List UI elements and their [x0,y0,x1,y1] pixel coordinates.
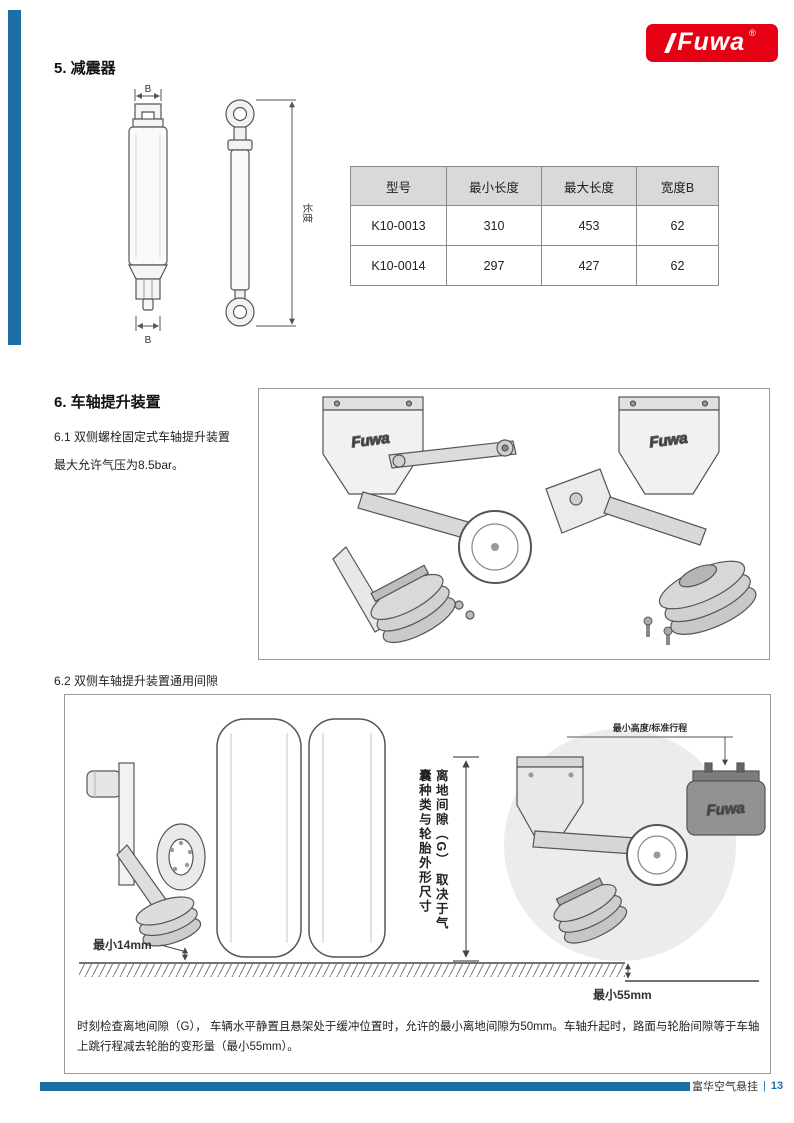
min-height-label: 最小高度/标准行程 [613,722,688,733]
lift-air-bag-left [370,564,456,644]
figure-axle-lift: Fuwa [258,388,770,660]
table-header-model: 型号 [350,166,447,206]
shock-front-view [128,103,168,311]
table-cell-min: 310 [446,205,542,246]
logo-slash-icon [664,33,678,53]
clearance-drawing: Fuwa 最小高度/标准行程 最小14mm 最小55mm [79,718,766,1002]
ground-hatch [79,962,759,982]
table-header-width-b: 宽度B [636,166,719,206]
section6-2-subheading: 6.2 双侧车轴提升装置通用间隙 [54,674,219,688]
axle-lift-drawing: Fuwa [322,396,757,645]
left-accent-bar [8,10,21,345]
min14-annotation: 最小14mm [93,937,188,961]
dimension-length [256,99,296,327]
dimension-b-top [134,89,162,101]
fuwa-logo: Fuwa ® [646,24,778,62]
table-row: K10-0013 310 453 62 [350,205,719,246]
table-cell-width: 62 [636,245,719,286]
lift-air-bag [135,896,202,947]
shock-spec-table: 型号 最小长度 最大长度 宽度B K10-0013 310 453 62 K10… [350,166,719,286]
table-header-min-length: 最小长度 [446,166,542,206]
min14-label: 最小14mm [93,937,152,952]
dimension-b-bottom [135,316,161,331]
table-cell-model: K10-0014 [350,245,447,286]
clearance-note: 时刻检查离地间隙（G）， 车辆水平静置且悬架处于缓冲位置时，允许的最小离地间隙为… [77,1021,760,1054]
suspension-assembly: Fuwa [516,756,766,944]
table-row: K10-0014 297 427 62 [350,245,719,286]
twin-wheels [216,718,386,958]
table-cell-min: 297 [446,245,542,286]
figure-clearances: Fuwa 最小高度/标准行程 最小14mm 最小55mm 离地间隙（G） 取决于… [64,694,771,1074]
mounting-screws [643,616,673,645]
table-header-max-length: 最大长度 [541,166,637,206]
table-cell-max: 453 [541,205,637,246]
air-spring-fuwa: Fuwa [686,762,766,836]
dim-label-b-top: B [145,84,152,95]
lift-air-bag-circle [553,877,628,944]
shock-absorber-drawings: B B 长度 [128,84,314,346]
section6-heading: 6. 车轴提升装置 [54,394,161,411]
footer-separator: | [763,1080,766,1092]
shock-side-view [225,99,255,327]
ground-clearance-vertical-label: 离地间隙（G） 取决于气 囊种类与轮胎外形尺寸 [415,769,449,974]
lift-mechanism-side [86,762,206,947]
min-height-annotation: 最小高度/标准行程 [567,722,733,766]
footer: 富华空气悬挂 | 13 [692,1078,783,1094]
fuwa-mark-left: Fuwa [350,430,390,452]
table-cell-width: 62 [636,205,719,246]
min55-label: 最小55mm [593,987,652,1002]
footer-page-number: 13 [770,1080,784,1092]
lift-assembly-left: Fuwa [322,396,532,644]
section5-heading: 5. 减震器 [54,60,116,77]
footer-accent-bar [40,1082,690,1091]
pressure-note: 最大允许气压为8.5bar。 [54,458,185,472]
vertical-label-col2: 囊种类与轮胎外形尺寸 [416,769,431,914]
logo-registered-mark: ® [749,28,756,38]
dim-label-b-bottom: B [145,335,152,346]
table-cell-max: 427 [541,245,637,286]
table-cell-model: K10-0013 [350,205,447,246]
table-header-row: 型号 最小长度 最大长度 宽度B [350,166,719,206]
clearance-dimension-line [453,756,479,962]
lift-assembly-right: Fuwa [545,396,757,645]
fuwa-mark-airspring: Fuwa [706,800,745,820]
fuwa-mark-right: Fuwa [648,430,688,452]
min55-annotation: 最小55mm [593,963,652,1002]
footer-title: 富华空气悬挂 [692,1081,758,1093]
logo-text: Fuwa [677,27,746,56]
vertical-label-col1: 离地间隙（G） 取决于气 [433,769,448,932]
section6-1-subheading: 6.1 双侧螺栓固定式车轴提升装置 [54,430,231,444]
dim-label-length: 长度 [301,203,314,223]
lift-air-bag-right [658,560,757,635]
